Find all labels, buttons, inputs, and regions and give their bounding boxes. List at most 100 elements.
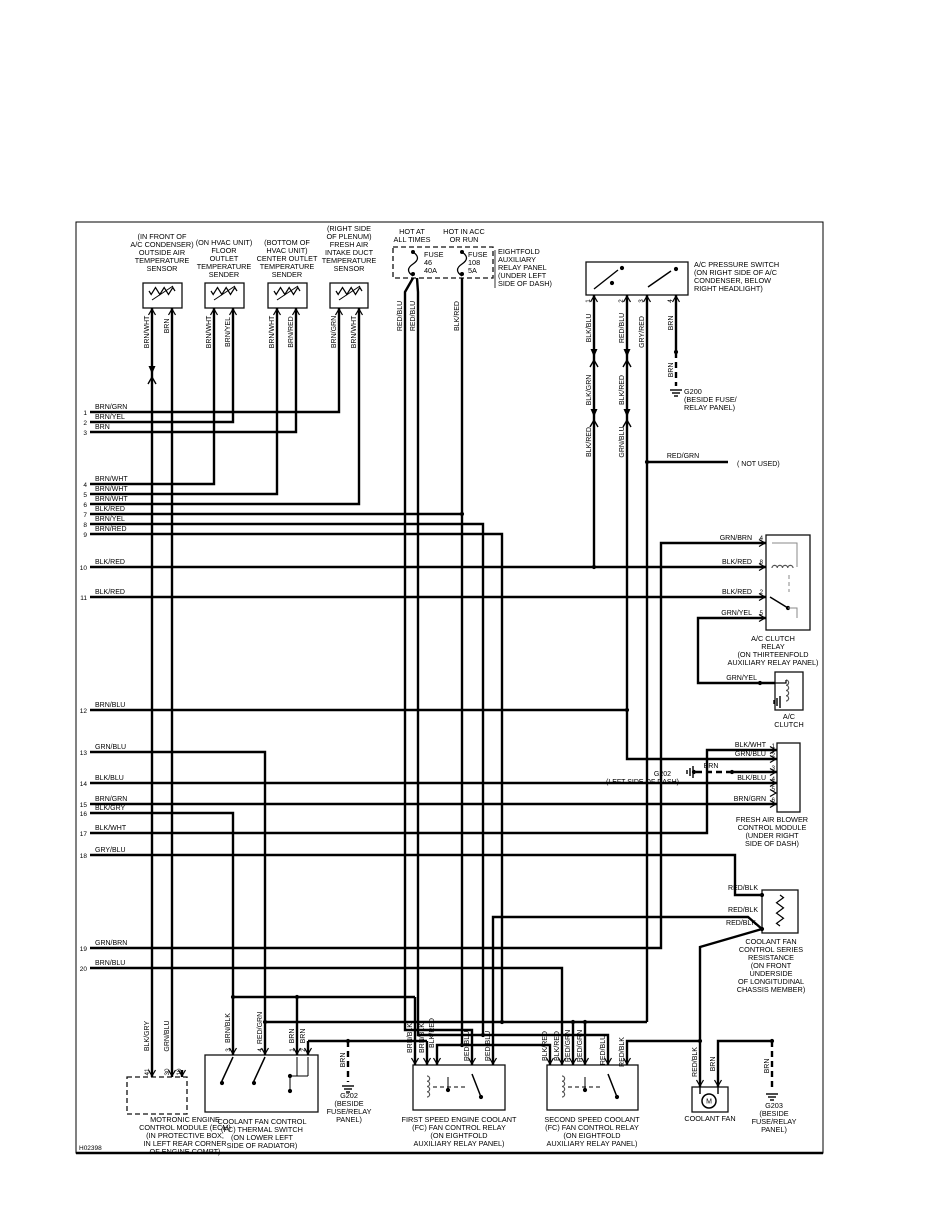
wire-color-label: BLK/RED (95, 506, 125, 513)
junction-dot (459, 511, 465, 517)
wire-color-label: BRN/GRN (95, 796, 127, 803)
wire-color-label: BRN (95, 424, 110, 431)
wire-color-label: BRN/WHT (206, 315, 213, 348)
ac-pressure-switch-label: RIGHT HEADLIGHT) (694, 284, 763, 293)
fuse-icon (456, 251, 468, 277)
wire-color-label: BRN (668, 363, 675, 378)
wire-color-label: BRN (764, 1059, 771, 1074)
wire-color-label: BRN (340, 1053, 347, 1068)
pin-terminal-icon (291, 307, 301, 316)
ground-g203-label: FUSE/RELAY (752, 1117, 797, 1126)
inline-connector-icon (623, 349, 631, 357)
internal-line (220, 1056, 234, 1084)
wire-color-label: BRN/YEL (225, 317, 232, 347)
coolant-fan-control-thermal-switch-label: (FC) THERMAL SWITCH (221, 1125, 303, 1134)
internal-line (769, 596, 789, 609)
ac-pressure-switch-label: CONDENSER, BELOW (694, 276, 771, 285)
ground-g202-bottom-label: FUSE/RELAY (327, 1107, 372, 1116)
wire-color-label: BRN/WHT (269, 315, 276, 348)
center-outlet-temp-sender-label: SENDER (272, 270, 302, 279)
wire-color-label: BRN/YEL (95, 516, 125, 523)
wire-number: 11 (80, 595, 87, 602)
wire-number: 18 (80, 853, 88, 860)
pin-terminal-icon (769, 778, 778, 788)
junction-dot (769, 1038, 775, 1044)
wire-number: 3 (83, 430, 87, 437)
fresh-air-blower-control-module-label: CONTROL MODULE (738, 823, 807, 832)
wire-color-label: BRN (164, 319, 171, 334)
wire-color-label: BRN/RED (95, 526, 127, 533)
fresh-air-intake-duct-temp-sensor-label: SENSOR (334, 264, 365, 273)
junction-dot (644, 459, 650, 465)
wire-color-label: GRN/BRN (95, 940, 127, 947)
ac-clutch-label: A/C (783, 712, 795, 721)
pin-number: 4 (759, 535, 763, 542)
fuse-label: 46 (424, 258, 432, 267)
pin-number: 8 (759, 559, 763, 566)
wire-color-label: BLK/BLU (95, 775, 124, 782)
wire-color-label: BRN/GRN (95, 404, 127, 411)
second-speed-fan-control-relay-box (546, 1064, 639, 1111)
pin-terminal-icon (695, 1079, 705, 1088)
junction-dot (759, 892, 765, 898)
pin-number: 3 (771, 765, 775, 772)
wire-color-label: RED/BLU (397, 301, 404, 331)
wire-color-label: BRN/BLK (407, 1023, 414, 1053)
pin-number: 5 (771, 786, 775, 793)
ac-clutch-relay-label: (ON THIRTEENFOLD (737, 650, 808, 659)
first-speed-fan-control-relay-label: (FC) FAN CONTROL RELAY (412, 1123, 506, 1132)
wire-fuse46-feed-a (403, 277, 474, 1065)
internal-line (647, 270, 672, 288)
fuse-label: HOT AT (399, 227, 425, 236)
wire-color-label: BLK/RED (722, 589, 752, 596)
annotation: G202 (654, 771, 671, 778)
outside-air-temp-sensor-label: SENSOR (147, 264, 178, 273)
wire-color-label: BRN/RED (288, 316, 295, 348)
wire-line18-series (90, 853, 762, 897)
wire-relay1-series (491, 915, 763, 1065)
resistor-icon (273, 286, 301, 296)
wire-number: 10 (80, 565, 88, 572)
wire-color-label: BRN/WHT (95, 476, 128, 483)
wire-color-label: BLK/GRN (586, 375, 593, 406)
wire-color-label: BRN/YEL (95, 414, 125, 421)
wire-color-label: BLK/RED (542, 1031, 549, 1061)
wire-color-label: GRN/YEL (726, 675, 757, 682)
wire-color-label: RED/BLK (728, 885, 758, 892)
ac-clutch-relay-label: AUXILIARY RELAY PANEL) (728, 658, 819, 667)
junction-dot (582, 1019, 588, 1025)
coolant-fan-control-thermal-switch-label: (ON LOWER LEFT (231, 1133, 294, 1142)
wire-color-label: BRN (289, 1029, 296, 1044)
junction-dot (262, 1019, 268, 1025)
pin-terminal-icon (758, 562, 767, 572)
pin-terminal-icon (758, 613, 767, 623)
floor-outlet-temp-sender-box (204, 282, 245, 309)
wire-number: 2 (83, 420, 87, 427)
center-outlet-temp-sender-label: TEMPERATURE (260, 262, 315, 271)
wire-number: 19 (80, 946, 88, 953)
motronic-ecm-box (126, 1076, 188, 1115)
internal-line (607, 1073, 618, 1098)
pin-terminal-icon (260, 1047, 270, 1056)
fresh-air-blower-control-module-box (776, 742, 801, 813)
second-speed-fan-control-relay-label: (ON EIGHTFOLD (563, 1131, 620, 1140)
pin-terminal-icon (209, 307, 219, 316)
pin-terminal-icon (272, 307, 282, 316)
resistor-icon (148, 286, 176, 296)
junction-dot (294, 994, 300, 1000)
fuse-label: 5A (468, 266, 477, 275)
wire-color-label: RED/BLK (726, 920, 756, 927)
inline-connector-icon (622, 358, 632, 368)
ground-g202-bottom-label: PANEL) (336, 1115, 362, 1124)
fuse-label: HOT IN ACC (443, 227, 485, 236)
junction-dot (624, 707, 630, 713)
floor-outlet-temp-sender-label: OUTLET (210, 254, 239, 263)
ac-pressure-switch-label: (ON RIGHT SIDE OF A/C (694, 268, 777, 277)
ac-clutch-label: CLUTCH (774, 720, 804, 729)
wire-color-label: BRN/BLK (419, 1023, 426, 1053)
internal-line (788, 607, 798, 618)
wire-line19-clutch4 (90, 541, 766, 950)
coil-icon (561, 1075, 566, 1098)
wire-color-label: BRN/WHT (95, 486, 128, 493)
coolant-fan-control-series-resistance-label: OF LONGITUDINAL (738, 977, 804, 986)
